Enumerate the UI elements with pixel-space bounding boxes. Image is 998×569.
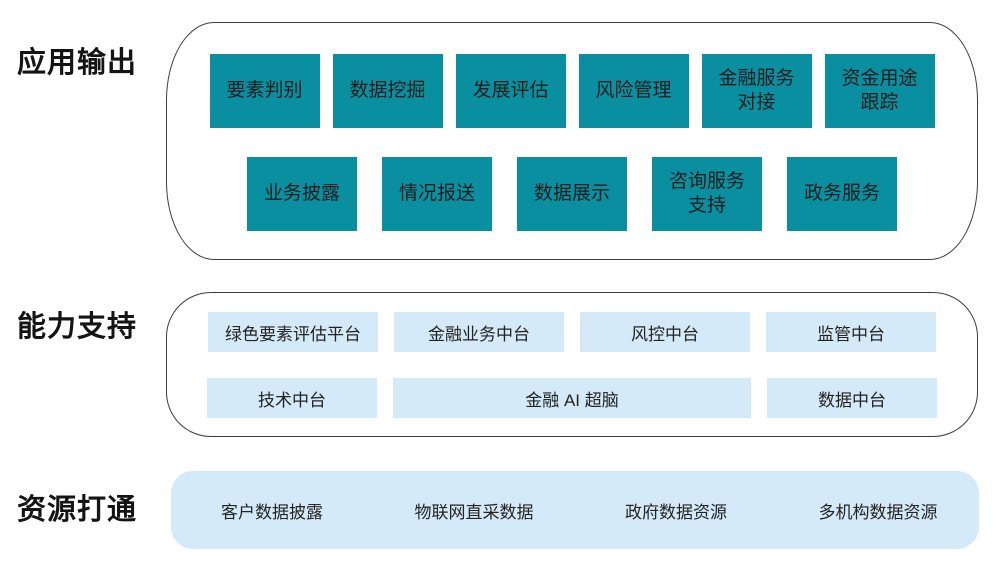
capability-box: 数据中台 (767, 378, 937, 418)
section-label-resource-integration: 资源打通 (17, 494, 138, 526)
capability-box: 技术中台 (207, 378, 377, 418)
resource-item: 多机构数据资源 (818, 502, 938, 522)
app-output-box: 发展评估 (455, 54, 566, 128)
application-output-panel: 要素判别 数据挖掘 发展评估 风险管理 金融服务 对接 资金用途 跟踪 业务披露… (166, 22, 978, 260)
application-output-row-2: 业务披露 情况报送 数据展示 咨询服务 支持 政务服务 (167, 157, 977, 231)
capability-box: 金融 AI 超脑 (393, 378, 751, 418)
resource-item: 客户数据披露 (221, 502, 323, 522)
resource-item: 政府数据资源 (625, 502, 727, 522)
capability-box: 金融业务中台 (394, 312, 564, 352)
app-output-box: 政务服务 (787, 157, 897, 231)
capability-box: 风控中台 (580, 312, 750, 352)
capability-box: 监管中台 (766, 312, 936, 352)
resource-item: 物联网直采数据 (414, 502, 534, 522)
section-label-capability-support: 能力支持 (17, 311, 138, 343)
app-output-box: 情况报送 (382, 157, 492, 231)
app-output-box: 要素判别 (209, 54, 320, 128)
app-output-box: 咨询服务 支持 (652, 157, 762, 231)
resource-integration-band: 客户数据披露 物联网直采数据 政府数据资源 多机构数据资源 (171, 471, 979, 549)
app-output-box: 资金用途 跟踪 (824, 54, 935, 128)
capability-support-row-1: 绿色要素评估平台 金融业务中台 风控中台 监管中台 (167, 312, 977, 352)
application-output-row-1: 要素判别 数据挖掘 发展评估 风险管理 金融服务 对接 资金用途 跟踪 (167, 54, 977, 128)
app-output-box: 风险管理 (578, 54, 689, 128)
app-output-box: 数据挖掘 (332, 54, 443, 128)
capability-support-panel: 绿色要素评估平台 金融业务中台 风控中台 监管中台 技术中台 金融 AI 超脑 … (166, 292, 978, 437)
app-output-box: 金融服务 对接 (701, 54, 812, 128)
app-output-box: 数据展示 (517, 157, 627, 231)
capability-support-row-2: 技术中台 金融 AI 超脑 数据中台 (167, 378, 977, 418)
capability-box: 绿色要素评估平台 (208, 312, 378, 352)
app-output-box: 业务披露 (247, 157, 357, 231)
section-label-application-output: 应用输出 (17, 47, 138, 79)
